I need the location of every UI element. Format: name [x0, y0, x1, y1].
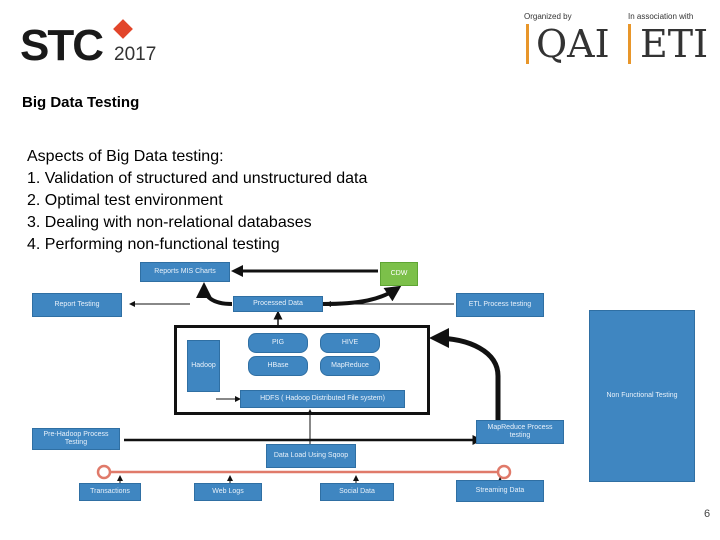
arrow-mapreduce-to-hadoop: [429, 328, 501, 420]
box-transactions: Transactions: [79, 483, 141, 501]
box-streaming-data: Streaming Data: [456, 480, 544, 502]
qai-logo: QAI: [536, 22, 610, 66]
box-web-logs: Web Logs: [194, 483, 262, 501]
box-mapreduce: MapReduce: [320, 356, 380, 376]
pipeline-node-right: [496, 464, 512, 480]
box-pre-hadoop: Pre-Hadoop Process Testing: [32, 428, 120, 450]
box-pig: PIG: [248, 333, 308, 353]
box-processed-data: Processed Data: [233, 296, 323, 312]
box-non-functional: Non Functional Testing: [589, 310, 695, 482]
arrow-processed-to-cdw: [321, 285, 402, 306]
box-cdw: CDW: [380, 262, 418, 286]
hadoop-frame: [174, 325, 430, 415]
qai-logo-bar: [526, 24, 529, 64]
box-reports: Reports MIS Charts: [140, 262, 230, 282]
arrow-processed-to-reports: [196, 282, 233, 306]
pipeline-node-left: [96, 464, 112, 480]
page-number: 6: [704, 508, 711, 520]
stc-logo: STC: [20, 21, 104, 70]
stc-logo-diamond: [113, 19, 133, 39]
box-hdfs: HDFS ( Hadoop Distributed File system): [240, 390, 405, 408]
box-report-testing: Report Testing: [32, 293, 122, 317]
eti-logo-bar: [628, 24, 631, 64]
box-data-load: Data Load Using Sqoop: [266, 444, 356, 468]
box-mapreduce-testing: MapReduce Process testing: [476, 420, 564, 444]
stc-logo-year: 2017: [114, 44, 157, 65]
slide-title: Big Data Testing: [22, 94, 140, 111]
box-social-data: Social Data: [320, 483, 394, 501]
box-etl-testing: ETL Process testing: [456, 293, 544, 317]
box-hive: HIVE: [320, 333, 380, 353]
box-hbase: HBase: [248, 356, 308, 376]
slide-body: Aspects of Big Data testing: 1. Validati…: [27, 148, 368, 253]
eti-logo: ETI: [640, 22, 709, 66]
box-hadoop: Hadoop: [187, 340, 220, 392]
organized-by-label: Organized by: [524, 12, 572, 21]
association-label: In association with: [628, 12, 694, 21]
